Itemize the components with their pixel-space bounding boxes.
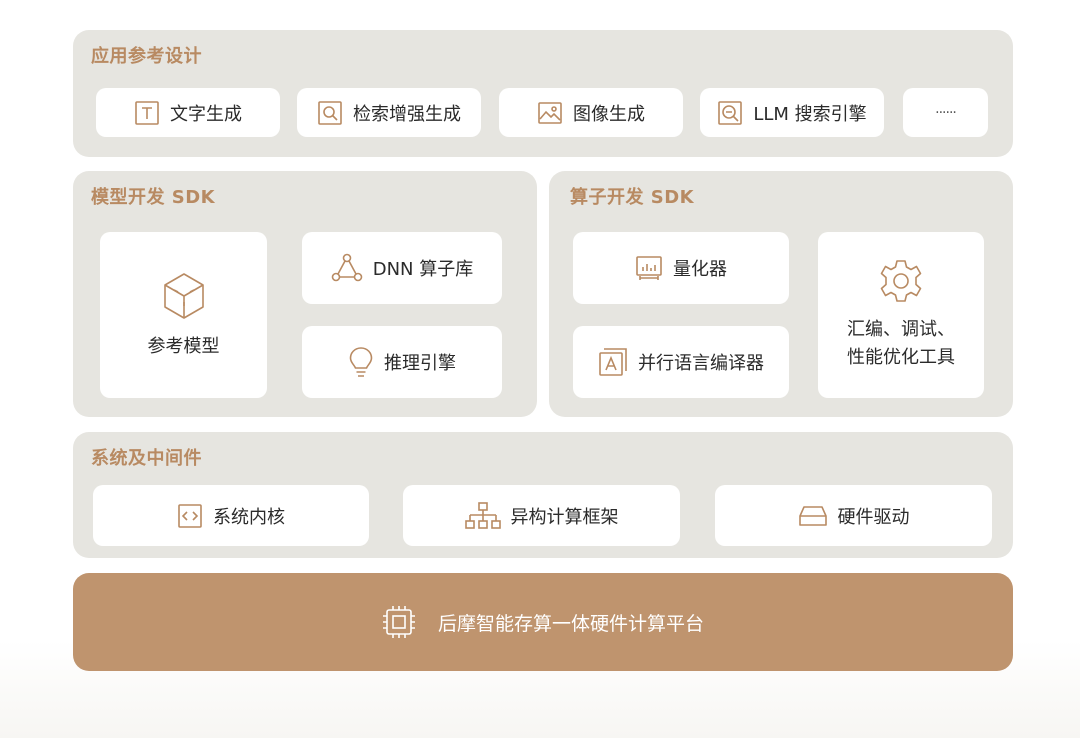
card-label-line2: 性能优化工具 [847,347,955,368]
card-label: 文字生成 [170,103,242,125]
search-doc-icon [317,100,343,126]
card-llm-search[interactable]: LLM 搜索引擎 [700,88,884,137]
card-rag[interactable]: 检索增强生成 [297,88,481,137]
card-label: 系统内核 [213,506,285,528]
drive-icon [798,504,828,528]
image-icon [537,100,563,126]
card-label-line1: 汇编、调试、 [847,319,955,340]
card-text-generation[interactable]: 文字生成 [96,88,280,137]
operator-sdk-panel: 算子开发 SDK 量化器 并行语言编译器 [549,171,1013,417]
network-icon [331,253,363,283]
text-icon [134,100,160,126]
card-label: DNN 算子库 [372,259,474,280]
search-engine-icon [717,100,743,126]
hierarchy-icon [464,501,501,531]
card-label: 参考模型 [147,336,220,357]
card-debug-tools[interactable]: 汇编、调试、 性能优化工具 [818,232,984,398]
system-panel: 系统及中间件 系统内核 异构计算框架 [73,432,1013,558]
card-label: 图像生成 [573,103,645,125]
platform-label: 后摩智能存算一体硬件计算平台 [437,612,704,635]
model-sdk-panel: 模型开发 SDK 参考模型 DNN 算子库 [73,171,537,417]
panel-title: 应用参考设计 [91,46,202,67]
hardware-platform-bar: 后摩智能存算一体硬件计算平台 [73,573,1013,671]
card-label: 并行语言编译器 [638,353,764,374]
chip-icon [382,605,416,639]
card-more[interactable]: ······ [903,88,988,137]
card-heterogeneous-framework[interactable]: 异构计算框架 [403,485,680,546]
panel-title: 系统及中间件 [91,448,202,469]
panel-title: 模型开发 SDK [91,187,216,208]
card-image-generation[interactable]: 图像生成 [499,88,683,137]
card-label: 异构计算框架 [510,506,619,528]
cube-icon [162,272,206,320]
card-parallel-compiler[interactable]: 并行语言编译器 [573,326,789,398]
quantizer-icon [635,254,663,282]
code-icon [177,503,203,529]
card-dnn-operator-lib[interactable]: DNN 算子库 [302,232,502,304]
card-label: 推理引擎 [384,353,456,374]
gear-icon [878,258,924,304]
card-reference-model[interactable]: 参考模型 [100,232,267,398]
card-inference-engine[interactable]: 推理引擎 [302,326,502,398]
card-label: 检索增强生成 [353,103,461,125]
card-label: 硬件驱动 [837,506,910,528]
card-hardware-driver[interactable]: 硬件驱动 [715,485,992,546]
compiler-icon [598,347,628,377]
lightbulb-icon [348,346,374,378]
more-label: ······ [935,104,957,121]
card-label: 量化器 [673,259,727,280]
app-reference-panel: 应用参考设计 文字生成 检索增强生成 图像生成 [73,30,1013,157]
card-system-kernel[interactable]: 系统内核 [93,485,369,546]
card-label: 汇编、调试、 性能优化工具 [847,316,955,372]
card-quantizer[interactable]: 量化器 [573,232,789,304]
card-label: LLM 搜索引擎 [753,103,867,125]
panel-title: 算子开发 SDK [570,187,695,208]
